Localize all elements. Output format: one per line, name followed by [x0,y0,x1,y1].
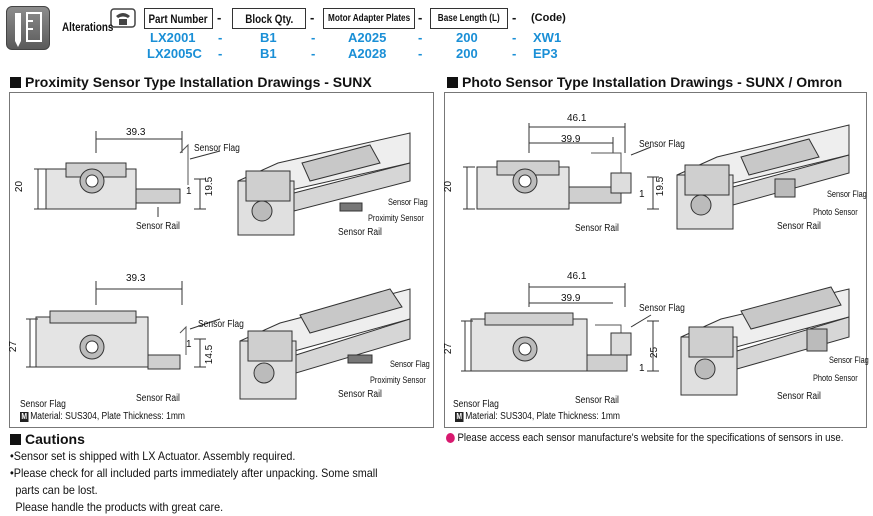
right-top-dim-small: 1 [639,189,645,200]
left-drawing-lines [26,131,411,400]
caution-item: parts can be lost. [15,483,98,497]
row1-dash: - [512,30,517,45]
right-bottom-sensor-rail: Sensor Rail [575,395,619,406]
left-bottom-sensor-flag: Sensor Flag [198,319,244,330]
bullet-square-icon [10,76,21,88]
right-top-dim-height: 20 [443,180,455,193]
left-top-iso-sensor-rail: Sensor Rail [338,227,382,238]
right-bottom-dim-side: 25 [649,346,661,359]
left-top-sensor-rail: Sensor Rail [136,221,180,232]
right-bottom-iso-photo: Photo Sensor [813,373,858,383]
header-dash: - [418,10,423,25]
left-bottom-iso-sensor-rail: Sensor Rail [338,389,382,400]
right-top-sensor-flag: Sensor Flag [639,139,685,150]
material-icon: M [455,411,464,422]
row2-length: 200 [456,46,478,61]
left-bottom-dim-height: 27 [8,340,20,353]
row1-code: XW1 [533,30,562,45]
right-top-sensor-rail: Sensor Rail [575,223,619,234]
header-block-qty: Block Qty. [232,8,306,29]
right-top-iso-photo: Photo Sensor [813,207,858,217]
alterations-logo-icon [6,6,50,50]
right-drawing-panel: 46.1 39.9 20 19.5 1 Sensor Flag Sensor R… [443,92,869,428]
caution-item: Please handle the products with great ca… [15,500,224,514]
cautions-title: Cautions [10,431,85,447]
header-dash: - [310,10,315,25]
header-code: (Code) [531,12,566,24]
right-bottom-sensor-flag: Sensor Flag [639,303,685,314]
left-section-title: Proximity Sensor Type Installation Drawi… [10,74,372,90]
row2-block: B1 [260,46,277,61]
left-bottom-sensor-rail: Sensor Rail [136,393,180,404]
right-material-note: M Material: SUS304, Plate Thickness: 1mm [455,411,620,422]
right-bottom-dim-outer: 46.1 [567,271,587,282]
left-top-sensor-flag: Sensor Flag [194,143,240,154]
left-bottom-corner-sensor-flag: Sensor Flag [20,399,66,410]
left-bottom-dim-small: 1 [186,339,192,350]
header-dash: - [217,10,222,25]
row2-dash: - [418,46,423,61]
row2-dash: - [311,46,316,61]
row1-dash: - [418,30,423,45]
left-bottom-iso-proximity: Proximity Sensor [370,375,426,385]
row1-motor: A2025 [348,30,387,45]
row1-block: B1 [260,30,277,45]
row1-dash: - [311,30,316,45]
header-dash: - [512,10,517,25]
phone-icon [110,8,136,33]
right-top-iso-sensor-rail: Sensor Rail [777,221,821,232]
row2-part: LX2005C [147,46,202,61]
row2-code: EP3 [533,46,558,61]
right-section-title: Photo Sensor Type Installation Drawings … [447,74,842,90]
right-top-dim-side: 19.5 [655,176,667,197]
right-bottom-corner-sensor-flag: Sensor Flag [453,399,499,410]
bullet-square-icon [10,433,21,445]
row1-length: 200 [456,30,478,45]
right-top-iso-sensor-flag: Sensor Flag [827,189,867,199]
right-bottom-dim-small: 1 [639,363,645,374]
sensor-website-note: Please access each sensor manufacture's … [446,432,843,444]
row2-motor: A2028 [348,46,387,61]
left-top-iso-sensor-flag: Sensor Flag [388,197,428,207]
header-part-number: Part Number [144,8,213,29]
left-bottom-dim-width: 39.3 [126,273,146,284]
map-pin-icon [446,433,455,443]
cautions-list: •Sensor set is shipped with LX Actuator.… [10,448,418,516]
right-top-dim-inner: 39.9 [561,134,581,145]
left-top-dim-small: 1 [186,186,192,197]
left-top-dim-side: 19.5 [204,176,216,197]
caution-item: •Sensor set is shipped with LX Actuator.… [10,449,296,463]
left-bottom-iso-sensor-flag: Sensor Flag [390,359,430,369]
right-bottom-dim-inner: 39.9 [561,293,581,304]
header-motor-adapter: Motor Adapter Plates [323,8,415,29]
material-icon: M [20,411,29,422]
right-bottom-iso-sensor-flag: Sensor Flag [829,355,869,365]
row1-dash: - [218,30,223,45]
left-bottom-dim-side: 14.5 [204,344,216,365]
right-bottom-iso-sensor-rail: Sensor Rail [777,391,821,402]
row2-dash: - [512,46,517,61]
left-top-dim-width: 39.3 [126,127,146,138]
header-base-length: Base Length (L) [430,8,508,29]
row1-part: LX2001 [150,30,196,45]
left-top-iso-proximity: Proximity Sensor [368,213,424,223]
right-drawing-lines [461,123,850,396]
alterations-label: Alterations [62,20,114,34]
caution-item: •Please check for all included parts imm… [10,466,378,480]
right-top-dim-outer: 46.1 [567,113,587,124]
left-top-dim-height: 20 [14,180,26,193]
left-material-note: M Material: SUS304, Plate Thickness: 1mm [20,411,185,422]
bullet-square-icon [447,76,458,88]
row2-dash: - [218,46,223,61]
right-bottom-dim-height: 27 [443,342,455,355]
left-drawing-panel: 39.3 20 19.5 1 Sensor Flag Sensor Rail S… [8,92,434,428]
